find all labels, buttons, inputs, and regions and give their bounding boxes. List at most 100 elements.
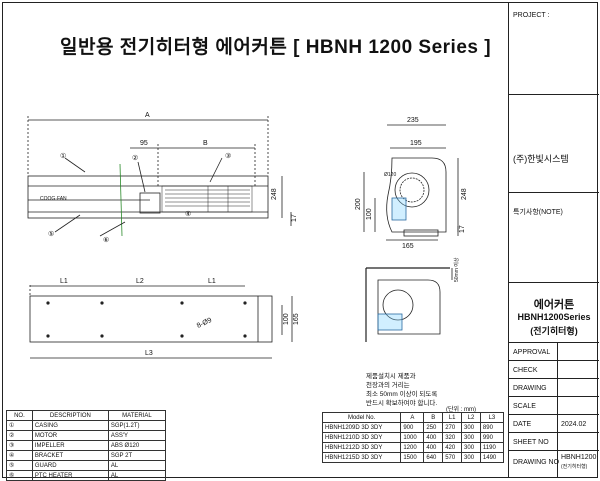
row-label-drawing: DRAWING [513,385,547,392]
brand-label: COOG·FAN [40,196,67,202]
table-row: ⑤ GUARD AL [6,460,167,471]
cell: 400 [423,432,444,443]
callout-1: ① [60,152,66,160]
col-header: L3 [479,412,505,423]
top-view-plate [29,295,273,343]
row-label-approval: APPROVAL [513,349,551,356]
cell: 320 [442,432,463,443]
drawing-no-value: HBNH1200 [561,454,597,461]
cell: 640 [423,452,444,463]
cell: ABS Ø120 [107,440,167,451]
table-row: ② MOTOR ASS'Y [6,430,167,441]
dim-195: 195 [410,140,422,147]
cell: 300 [461,452,481,463]
col-header: L2 [461,412,481,423]
cell: HBNH1215D 3D 3DY [321,452,402,463]
note-label: 특기사항(NOTE) [513,209,563,216]
cell: 300 [461,442,481,453]
cell: 1490 [479,452,505,463]
row-label-sheet-no: SHEET NO [513,439,549,446]
cell: 270 [442,422,463,433]
install-note: 제품설치시 제품과 천장과의 거리는 최소 50mm 이상이 되도록 반드시 확… [366,372,437,408]
dim-248-side: 248 [461,188,468,200]
dim-235: 235 [407,117,419,124]
col-header: B [423,412,444,423]
dim-min-gap: 50mm 이상 [453,257,460,282]
cell: 900 [400,422,425,433]
col-header: NO. [6,410,33,421]
cell: 1500 [400,452,425,463]
side-view [363,124,459,241]
row-label-date: DATE [513,421,532,428]
divider [509,378,599,379]
col-header: DESCRIPTION [31,410,109,421]
cell: 300 [461,422,481,433]
divider [509,360,599,361]
cell: IMPELLER [31,440,109,451]
table-header-row: Model No. A B L1 L2 L3 [321,412,505,423]
dim-L3: L3 [145,350,153,357]
cell: ① [6,420,33,431]
table-row: HBNH1215D 3D 3DY 1500 640 570 300 1490 [321,452,505,463]
dim-17-side: 17 [459,225,466,233]
dim-248-front: 248 [271,188,278,200]
company-name: (주)한빛시스템 [513,154,569,164]
dim-holes: 8-Ø9 [196,317,213,330]
cell: 420 [442,442,463,453]
dim-165-top: 165 [293,313,300,325]
cell: HBNH1209D 3D 3DY [321,422,402,433]
divider [509,192,599,193]
dim-100-top: 100 [283,313,290,325]
cell: HBNH1212D 3D 3DY [321,442,402,453]
divider [509,432,599,433]
drawing-title: 일반용 전기히터형 에어커튼 [ HBNH 1200 Series ] [60,37,492,58]
cell: 890 [479,422,505,433]
cell: BRACKET [31,450,109,461]
project-label: PROJECT : [513,12,550,19]
callout-5: ⑤ [48,230,54,238]
divider [509,342,599,343]
divider [509,450,599,451]
model-table: Model No. A B L1 L2 L3 HBNH1209D 3D 3DY … [321,412,505,463]
cell: PTC HEATER [31,470,109,481]
col-header: A [400,412,425,423]
cell: ③ [6,440,33,451]
cell: SGP(1.2T) [107,420,167,431]
materials-table: NO. DESCRIPTION MATERIAL ① CASING SGP(1.… [6,410,167,481]
table-row: ③ IMPELLER ABS Ø120 [6,440,167,451]
dim-L1-left: L1 [60,278,68,285]
table-header-row: NO. DESCRIPTION MATERIAL [6,410,167,421]
dim-165-side: 165 [402,243,414,250]
cell: MOTOR [31,430,109,441]
cell: SGP 2T [107,450,167,461]
col-header: MATERIAL [107,410,167,421]
impeller-circle [394,172,430,208]
callout-6: ⑥ [103,236,109,244]
cell: ASS'Y [107,430,167,441]
install-note-line: 최소 50mm 이상이 되도록 [366,391,438,398]
dim-95: 95 [140,140,148,147]
dim-100-side: 100 [366,208,373,220]
install-note-line: 반드시 확보하여야 합니다. [366,400,438,407]
dim-17-front: 17 [291,214,298,222]
column-divider [557,342,558,478]
dim-L2: L2 [136,278,144,285]
col-header: L1 [442,412,463,423]
divider [509,396,599,397]
model-type: (전기히터형) [530,326,578,336]
title-block: PROJECT : (주)한빛시스템 특기사항(NOTE) 에어커튼 HBNH1… [508,2,599,478]
cell: AL [107,460,167,471]
table-row: ⑥ PTC HEATER AL [6,470,167,481]
cell: ② [6,430,33,441]
cell: AL [107,470,167,481]
table-row: HBNH1209D 3D 3DY 900 250 270 300 890 [321,422,505,433]
cell: 1000 [400,432,425,443]
cell: 250 [423,422,444,433]
cell: 300 [461,432,481,443]
divider [509,414,599,415]
cell: 1190 [479,442,505,453]
unit-front-body [27,175,269,219]
cell: 990 [479,432,505,443]
table-row: HBNH1210D 3D 3DY 1000 400 320 300 990 [321,432,505,443]
